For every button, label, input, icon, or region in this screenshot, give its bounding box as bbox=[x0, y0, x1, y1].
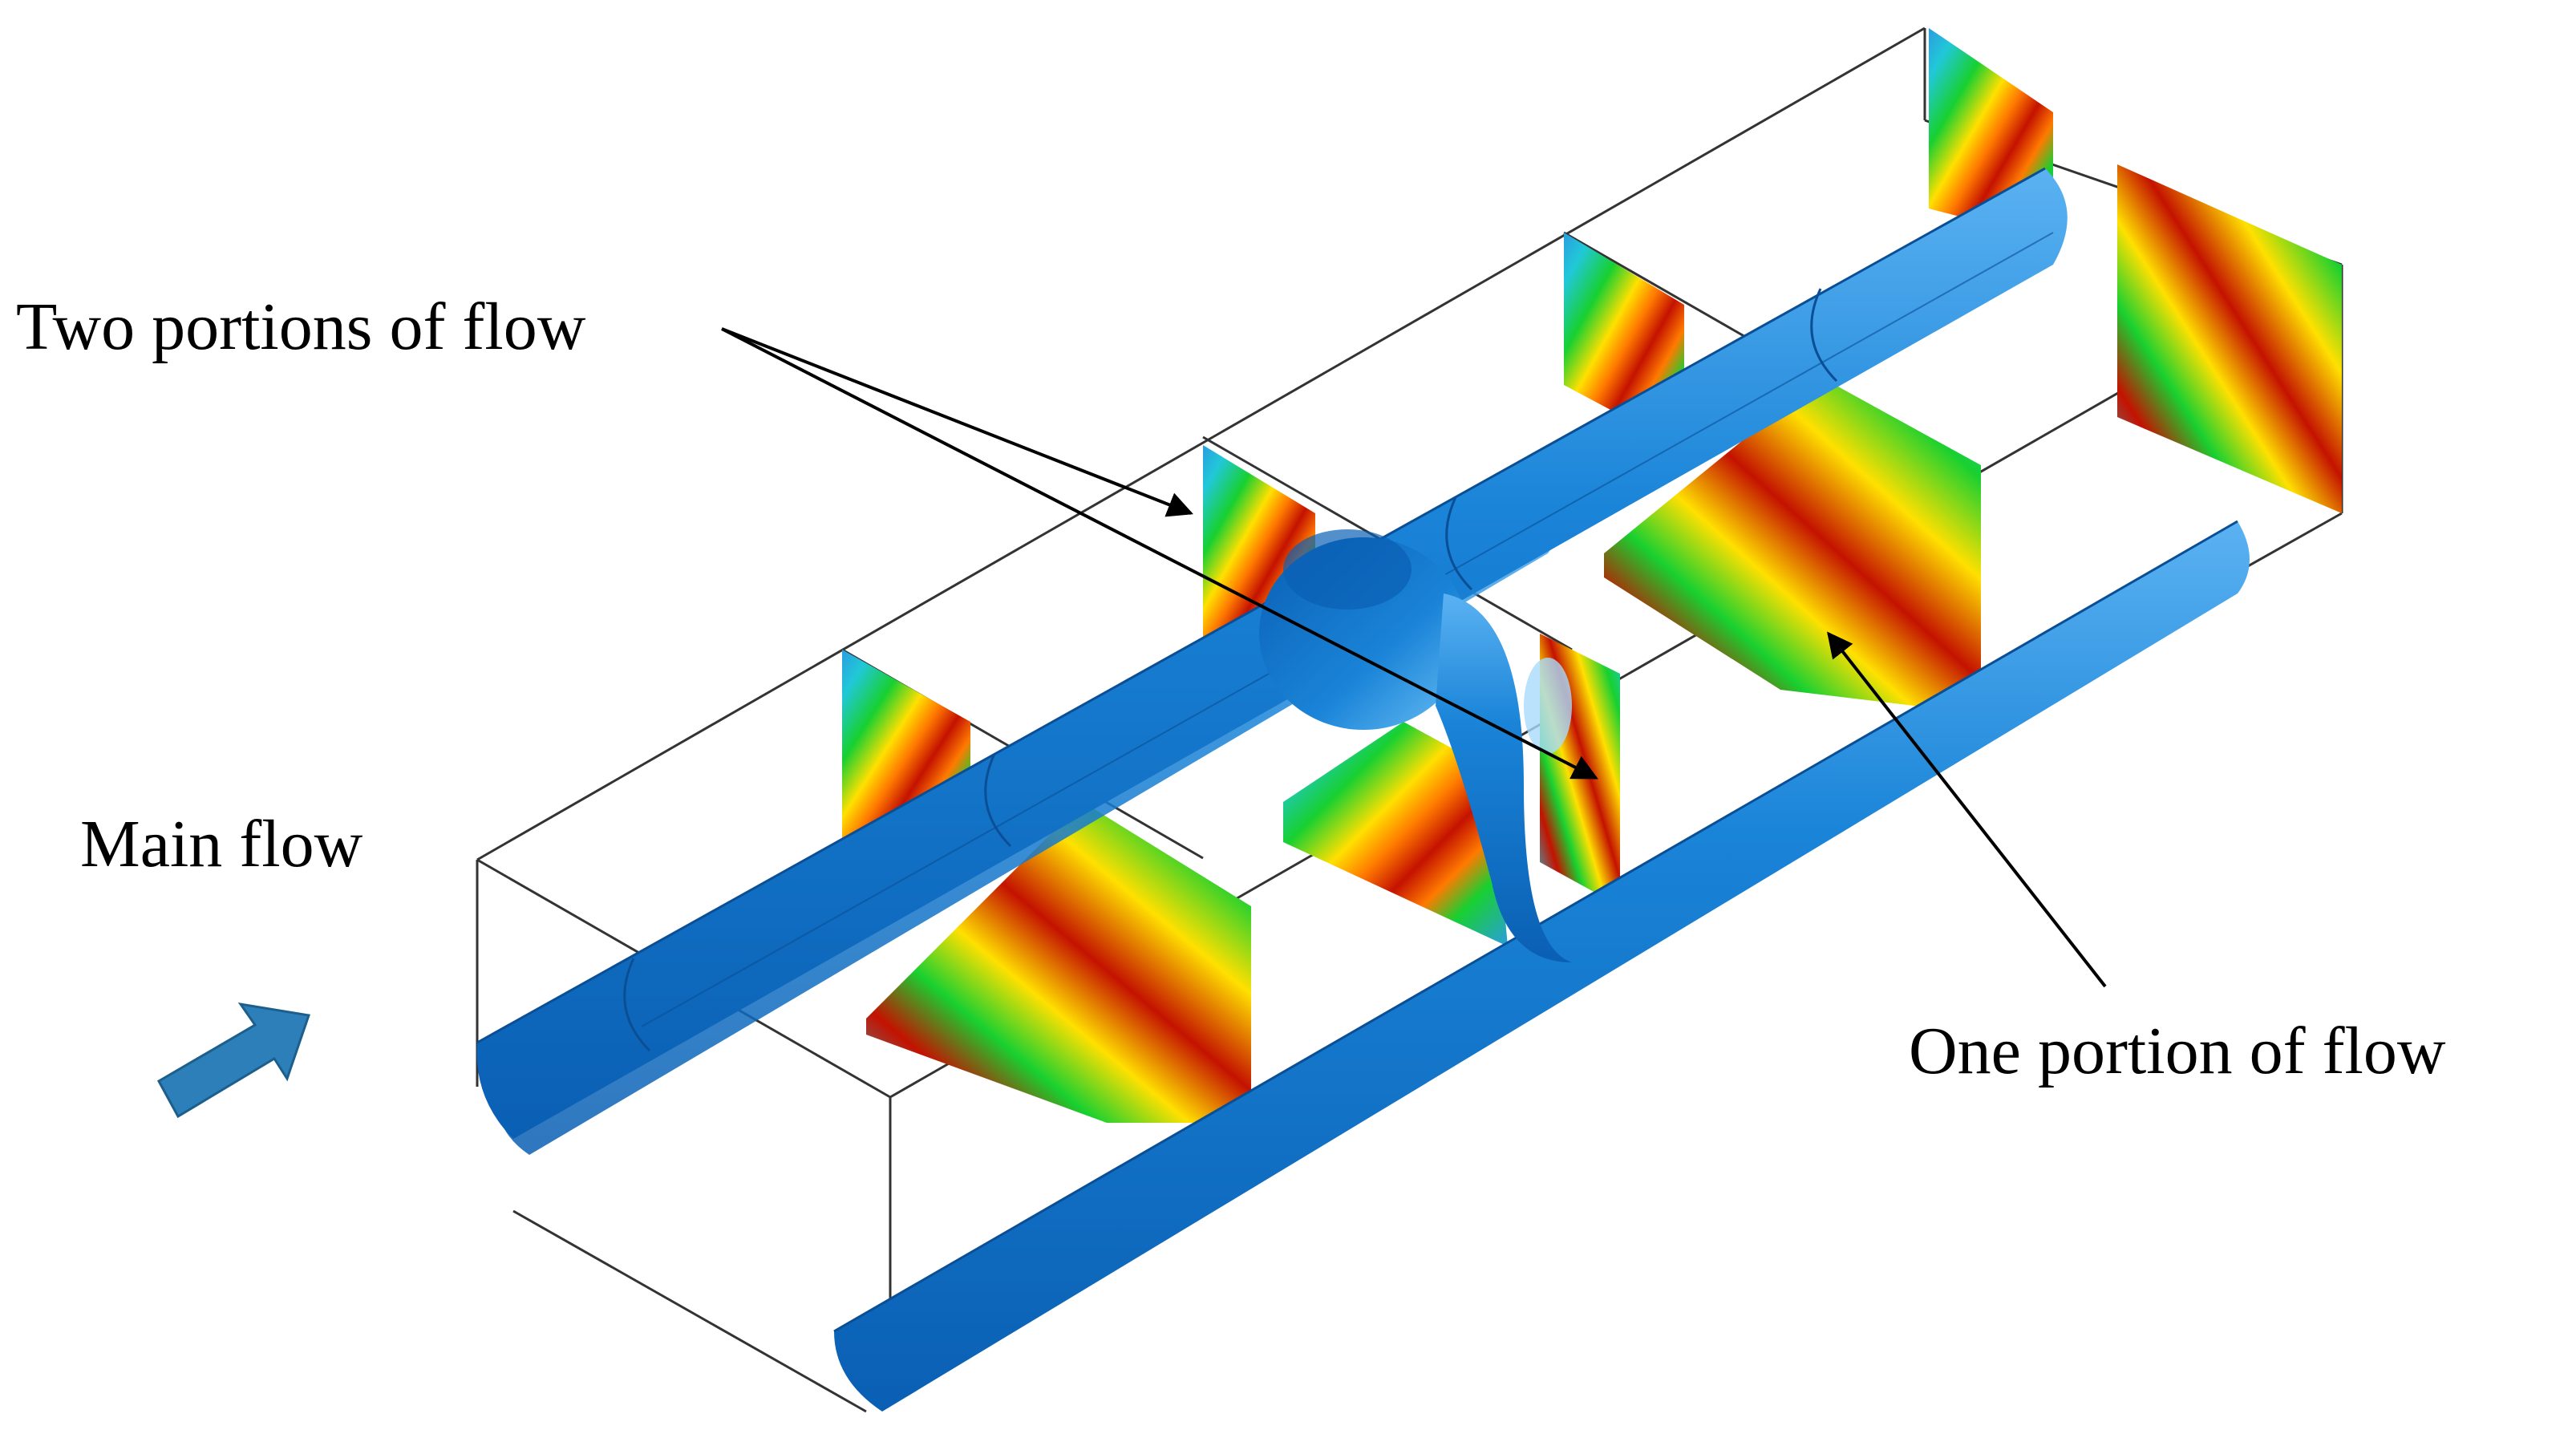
contour-slice-4 bbox=[1604, 377, 1981, 714]
flow-direction-arrow-icon bbox=[156, 1002, 310, 1119]
arrow-two-portions-1 bbox=[721, 327, 1193, 517]
junction bbox=[1259, 529, 1572, 962]
annotation-arrows bbox=[721, 327, 2107, 988]
contour-slice-9 bbox=[866, 802, 1251, 1123]
label-main-flow: Main flow bbox=[80, 807, 363, 881]
arrow-two-portions-2 bbox=[721, 327, 1598, 780]
arrow-one-portion bbox=[1827, 631, 2107, 988]
label-one-portion: One portion of flow bbox=[1909, 1014, 2446, 1088]
label-two-portions: Two portions of flow bbox=[16, 290, 586, 364]
contour-slice-7 bbox=[1283, 722, 1508, 946]
contour-slice-2 bbox=[2117, 164, 2342, 513]
